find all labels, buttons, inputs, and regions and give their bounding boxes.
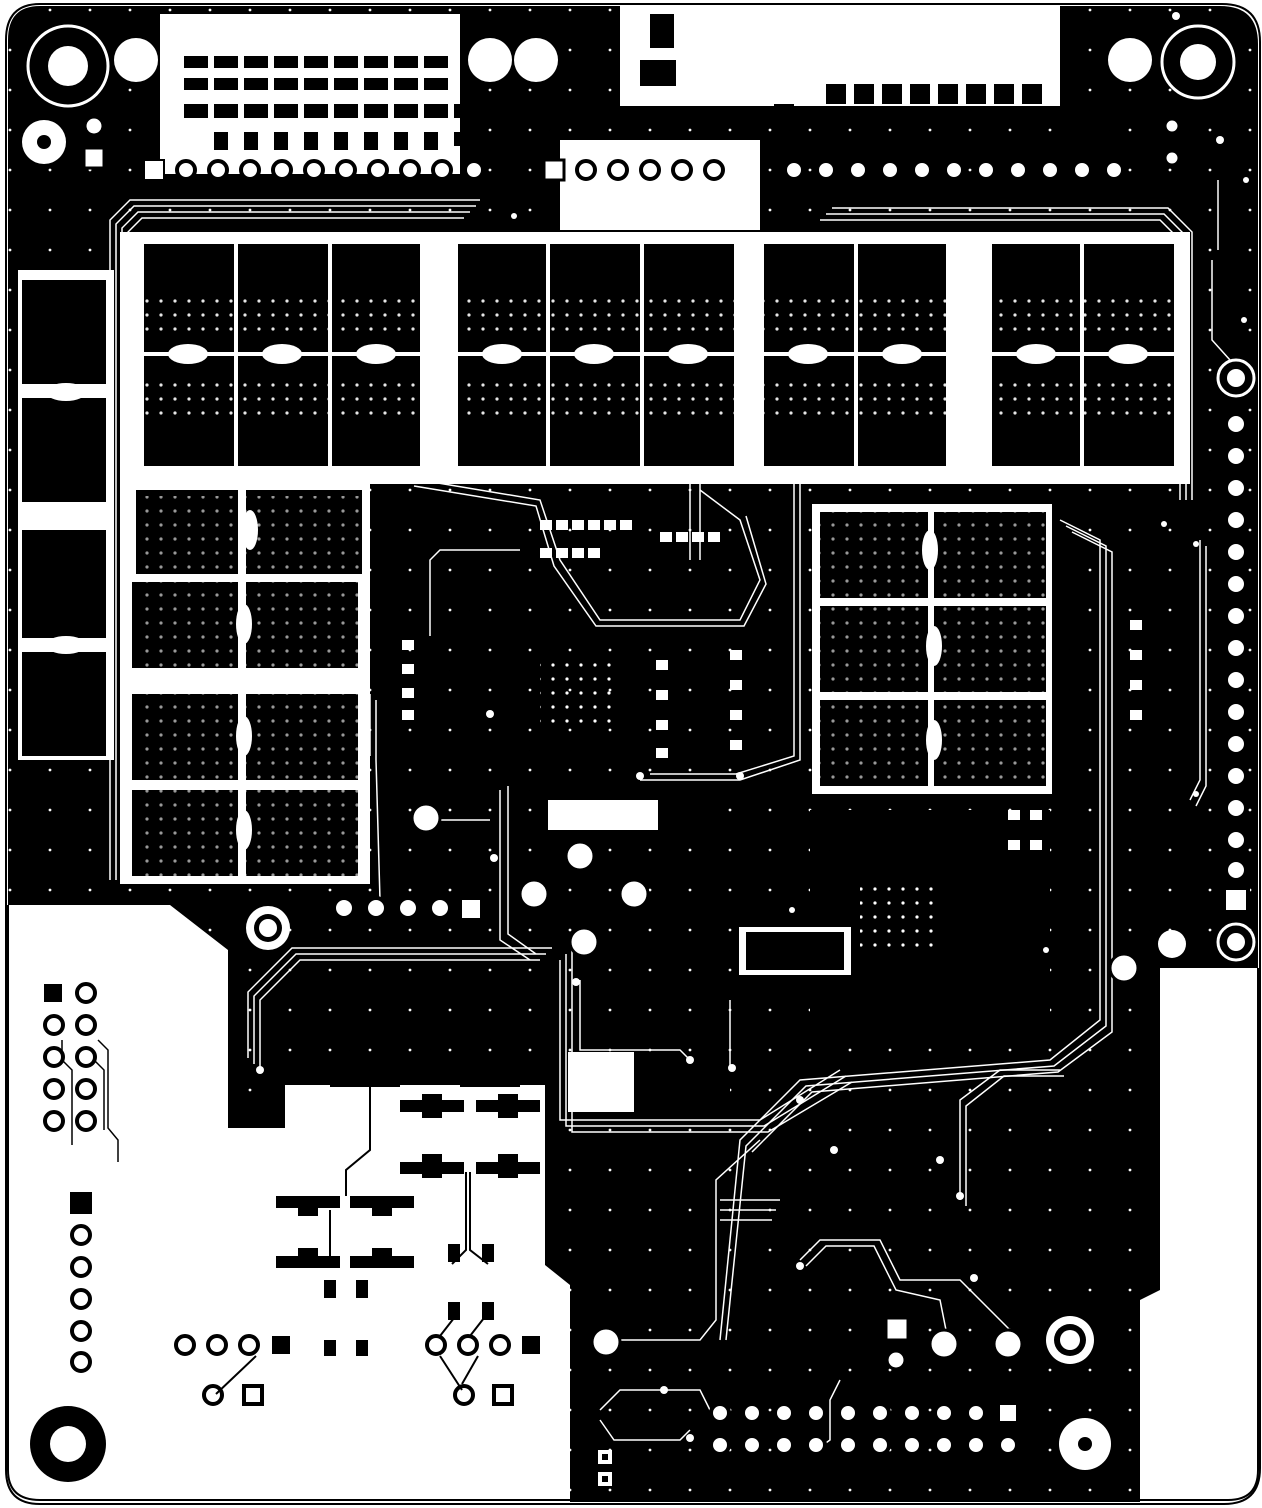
mosfet-block-right	[812, 504, 1052, 794]
test-pads-bottom	[598, 1450, 612, 1486]
mounting-hole-top-left	[26, 24, 110, 108]
smd-traces-bottom	[329, 1085, 520, 1265]
through-hole-pads-mid	[82, 115, 1186, 984]
header-pads-right	[783, 159, 1125, 181]
capacitor-pads-top	[114, 38, 1152, 82]
mosfet-block-top-row	[120, 232, 1190, 484]
mounting-hole-bottom-right	[1059, 1418, 1111, 1470]
bottom-pads-misc	[590, 1316, 1094, 1371]
bottom-left-header-2	[70, 1192, 92, 1373]
signal-traces	[109, 180, 1231, 1451]
mounting-hole-small-left	[22, 120, 66, 164]
gate-driver-area	[560, 140, 760, 230]
bottom-header	[709, 1401, 1020, 1456]
connector-pads-left	[184, 56, 502, 150]
board-outline	[7, 905, 1259, 1501]
right-connector-column	[1216, 358, 1256, 962]
header-pads-middle	[542, 158, 725, 182]
connector-pads-right	[590, 14, 1124, 154]
header-pads-left	[143, 159, 485, 181]
board-edge	[5, 3, 1261, 1505]
mosfet-block-left	[120, 484, 370, 884]
left-edge-pour	[18, 270, 114, 760]
smd-components-bottom	[276, 1094, 540, 1320]
bottom-left-pads	[174, 1317, 540, 1406]
gate-driver-pads	[402, 520, 1142, 850]
vias	[101, 12, 1249, 1442]
mounting-hole-top-right	[1160, 24, 1236, 100]
mounting-hole-mid-left	[246, 906, 290, 950]
bottom-left-header	[43, 982, 119, 1162]
mounting-hole-bottom-left	[30, 1406, 106, 1482]
